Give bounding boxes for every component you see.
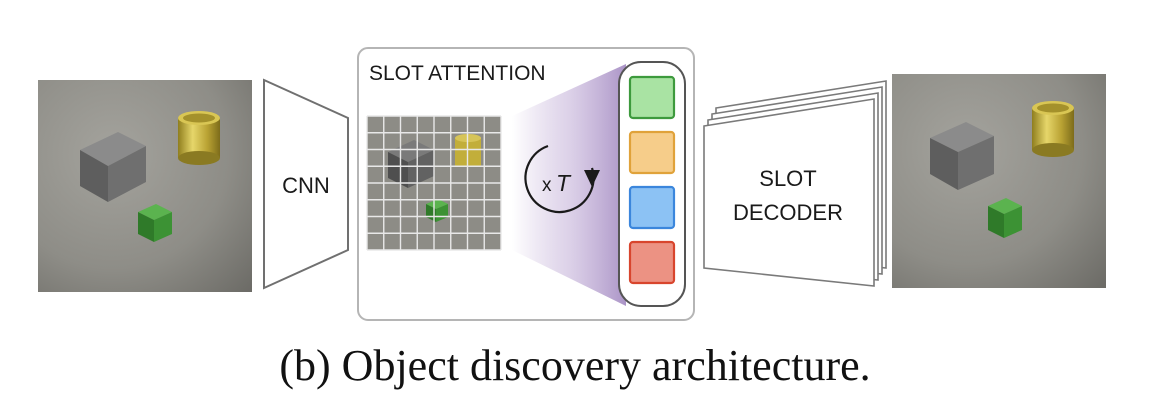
figure-caption: (b) Object discovery architecture.: [279, 341, 871, 390]
grid-lines: [366, 115, 502, 251]
iteration-variable: T: [556, 170, 572, 196]
gray-cube-reconstructed: [930, 122, 994, 190]
slot-2: [628, 130, 676, 175]
loop-arrow-icon: [524, 144, 595, 214]
attention-funnel: [512, 64, 626, 306]
slot-decoder-label-line2: DECODER: [733, 200, 843, 225]
iteration-loop: x T: [524, 144, 600, 214]
iteration-prefix: x: [542, 175, 552, 196]
slot-3: [628, 185, 676, 230]
slot-decoder-label-line1: SLOT: [759, 166, 816, 191]
green-cube: [138, 204, 172, 242]
green-cube-reconstructed: [988, 198, 1022, 238]
slot-attention-panel: SLOT ATTENTION x T: [357, 47, 695, 321]
slot-1: [628, 75, 676, 120]
gold-cylinder-reconstructed: [1032, 101, 1074, 157]
slot-4: [628, 240, 676, 285]
cnn-block: CNN: [263, 78, 349, 290]
gold-cylinder: [178, 111, 220, 165]
feature-grid: [366, 115, 502, 251]
gray-cube: [80, 132, 146, 202]
arrowhead-icon: [584, 170, 600, 187]
slot-attention-title: SLOT ATTENTION: [369, 62, 546, 85]
reconstructed-scene-image: [892, 74, 1106, 288]
slot-decoder-block: SLOT DECODER: [703, 80, 887, 287]
input-scene-image: [38, 80, 252, 292]
slots-column: [618, 61, 686, 307]
cnn-label: CNN: [282, 173, 330, 198]
